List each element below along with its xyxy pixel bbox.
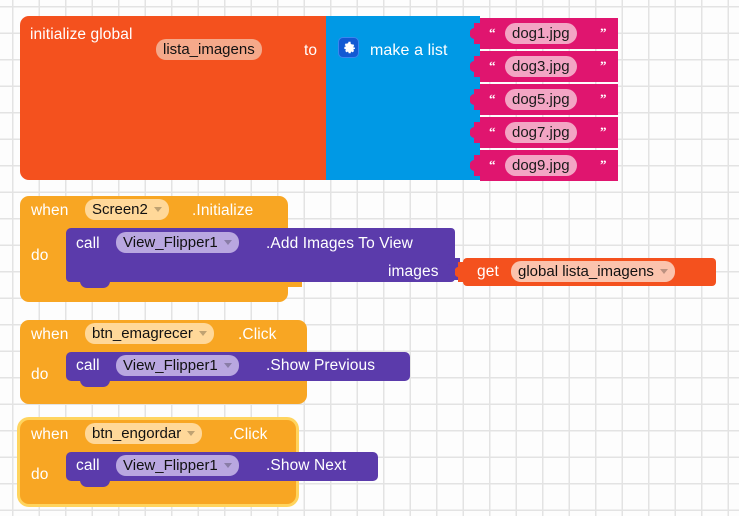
block-call-add-images-to-view[interactable]: call View_Flipper1 .Add Images To View i… (66, 228, 455, 288)
do-keyword: do (31, 366, 49, 383)
chevron-down-icon (223, 363, 232, 368)
method-name: .Show Previous (266, 357, 376, 374)
open-quote: “ (489, 157, 496, 172)
gear-icon[interactable] (338, 37, 359, 58)
component-name: btn_engordar (92, 425, 182, 442)
component-name: View_Flipper1 (123, 357, 218, 374)
component-dropdown-btn-engordar[interactable]: btn_engordar (85, 423, 203, 444)
parameter-label-images: images (388, 263, 439, 280)
block-initialize-global-variable[interactable]: initialize global lista_imagens to (20, 16, 328, 180)
do-keyword: do (31, 466, 49, 483)
inner-statement-notch (66, 482, 292, 496)
open-quote: “ (489, 91, 496, 106)
text-value: dog7.jpg (512, 124, 570, 141)
event-name: .Click (238, 326, 277, 343)
call-keyword: call (76, 357, 100, 374)
plug-notch (455, 262, 466, 282)
chevron-down-icon (659, 269, 668, 274)
block-make-a-list[interactable]: make a list (326, 16, 480, 180)
plug-notch (470, 89, 481, 110)
chevron-down-icon (187, 431, 196, 436)
text-value-field[interactable]: dog1.jpg (505, 23, 577, 44)
open-quote: “ (489, 25, 496, 40)
chevron-down-icon (153, 207, 162, 212)
component-dropdown-btn-emagrecer[interactable]: btn_emagrecer (85, 323, 214, 344)
event-name: .Click (229, 426, 268, 443)
text-value: dog3.jpg (512, 58, 570, 75)
text-value-field[interactable]: dog9.jpg (505, 155, 577, 176)
chevron-down-icon (198, 331, 207, 336)
block-text-string[interactable]: “ dog3.jpg ” (470, 51, 618, 82)
component-name: View_Flipper1 (123, 457, 218, 474)
text-value-field[interactable]: dog7.jpg (505, 122, 577, 143)
when-keyword: when (31, 426, 69, 443)
component-dropdown-screen2[interactable]: Screen2 (85, 199, 169, 220)
method-name: .Show Next (266, 457, 347, 474)
component-name: Screen2 (92, 201, 148, 218)
text-value: dog5.jpg (512, 91, 570, 108)
component-name: View_Flipper1 (123, 234, 218, 251)
close-quote: ” (600, 91, 607, 106)
initialize-global-keyword: initialize global (30, 26, 133, 43)
bottom-connector-bump (80, 280, 110, 288)
variable-dropdown-global-lista-imagens[interactable]: global lista_imagens (511, 261, 675, 282)
component-dropdown-view-flipper1[interactable]: View_Flipper1 (116, 455, 239, 476)
component-dropdown-view-flipper1[interactable]: View_Flipper1 (116, 355, 239, 376)
block-text-string[interactable]: “ dog7.jpg ” (470, 117, 618, 148)
variable-name: global lista_imagens (518, 263, 654, 280)
variable-name-text: lista_imagens (163, 41, 255, 58)
block-text-string[interactable]: “ dog9.jpg ” (470, 150, 618, 181)
text-value: dog9.jpg (512, 157, 570, 174)
plug-notch (470, 122, 481, 143)
bottom-connector-bump (80, 379, 110, 387)
block-text-string[interactable]: “ dog5.jpg ” (470, 84, 618, 115)
call-keyword: call (76, 235, 100, 252)
block-call-show-next[interactable]: call View_Flipper1 .Show Next (66, 452, 378, 487)
bottom-connector-bump (80, 479, 110, 487)
chevron-down-icon (223, 463, 232, 468)
close-quote: ” (600, 157, 607, 172)
block-call-show-previous[interactable]: call View_Flipper1 .Show Previous (66, 352, 410, 387)
when-keyword: when (31, 326, 69, 343)
method-name: .Add Images To View (266, 235, 413, 252)
block-text-string[interactable]: “ dog1.jpg ” (470, 18, 618, 49)
open-quote: “ (489, 124, 496, 139)
variable-name-field[interactable]: lista_imagens (156, 39, 262, 60)
plug-notch (470, 56, 481, 77)
event-name: .Initialize (192, 202, 254, 219)
do-keyword: do (31, 247, 49, 264)
text-value: dog1.jpg (512, 25, 570, 42)
to-keyword: to (304, 42, 318, 59)
inner-statement-notch (66, 382, 302, 396)
close-quote: ” (600, 25, 607, 40)
close-quote: ” (600, 124, 607, 139)
text-value-field[interactable]: dog3.jpg (505, 56, 577, 77)
component-dropdown-view-flipper1[interactable]: View_Flipper1 (116, 232, 239, 253)
text-value-field[interactable]: dog5.jpg (505, 89, 577, 110)
call-keyword: call (76, 457, 100, 474)
close-quote: ” (600, 58, 607, 73)
component-name: btn_emagrecer (92, 325, 193, 342)
block-get-global-variable[interactable]: get global lista_imagens (455, 258, 716, 286)
when-keyword: when (31, 202, 69, 219)
make-a-list-label: make a list (370, 42, 448, 59)
plug-notch (470, 23, 481, 44)
get-keyword: get (477, 263, 499, 280)
plug-notch (470, 155, 481, 176)
open-quote: “ (489, 58, 496, 73)
chevron-down-icon (223, 240, 232, 245)
